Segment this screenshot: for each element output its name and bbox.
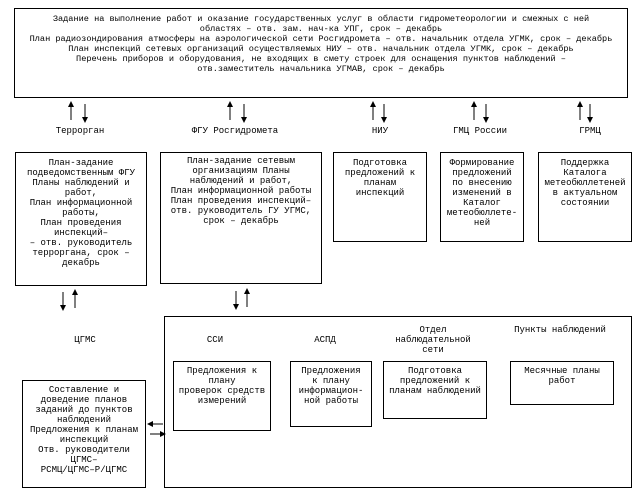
label-aspd: АСПД	[314, 335, 336, 345]
punkty-box	[510, 361, 614, 405]
label-terrorgan: Терроргaн	[55, 126, 105, 136]
aspd-box	[290, 361, 372, 427]
cgms-text: Составление и доведение планов заданий д…	[29, 385, 139, 475]
label-ssi: ССИ	[206, 335, 224, 345]
label-cgms: ЦГМС	[74, 335, 96, 345]
ssi-box	[173, 361, 271, 431]
label-punkty: Пункты наблюдений	[514, 325, 606, 335]
top-task-text: Задание на выполнение работ и оказание г…	[29, 14, 613, 74]
gmc-text: Формирование предложений по внесению изм…	[446, 158, 518, 228]
fgu-text: План-задание сетевым организациям Планы …	[170, 156, 312, 226]
label-grmc: ГРМЦ	[579, 126, 601, 136]
label-fgu: ФГУ Росгидромета	[191, 126, 279, 136]
label-otdel: Отдел наблюдательной сети	[395, 325, 471, 355]
niu-box	[333, 152, 427, 242]
terrorgan-text: План-задание подведомственным ФГУ Планы …	[26, 158, 136, 268]
top-task-box	[14, 8, 628, 98]
punkty-text: Месячные планы работ	[524, 366, 600, 386]
grmc-box	[538, 152, 632, 242]
ssi-text: Предложения к плану проверок средств изм…	[178, 366, 266, 406]
gmc-box	[440, 152, 524, 242]
otdel-text: Подготовка предложений к планам наблюден…	[389, 366, 481, 396]
terrorgan-box	[15, 152, 147, 286]
label-niu: НИУ	[371, 126, 389, 136]
label-gmc: ГМЦ России	[452, 126, 507, 136]
niu-text: Подготовка предложений к планам инспекци…	[344, 158, 416, 198]
grmc-text: Поддержка Каталога метеобюллетеней в акт…	[544, 158, 626, 208]
otdel-box	[383, 361, 487, 419]
cgms-box	[22, 380, 146, 488]
fgu-box	[160, 152, 322, 284]
aspd-text: Предложения к плану информацион- ной раб…	[298, 366, 364, 406]
